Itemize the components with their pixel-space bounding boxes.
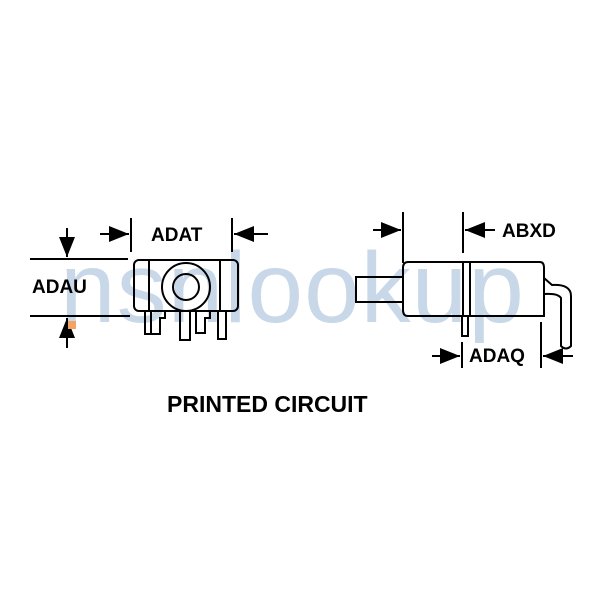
accent-dot xyxy=(68,321,76,329)
caption: PRINTED CIRCUIT xyxy=(167,391,368,417)
dimension-label-adat: ADAT xyxy=(151,225,203,246)
dimension-label-adaq: ADAQ xyxy=(469,346,525,367)
dimension-label-adau: ADAU xyxy=(32,277,87,298)
dimension-label-abxd: ABXD xyxy=(502,221,556,242)
watermark: nsnlookup xyxy=(60,232,525,344)
